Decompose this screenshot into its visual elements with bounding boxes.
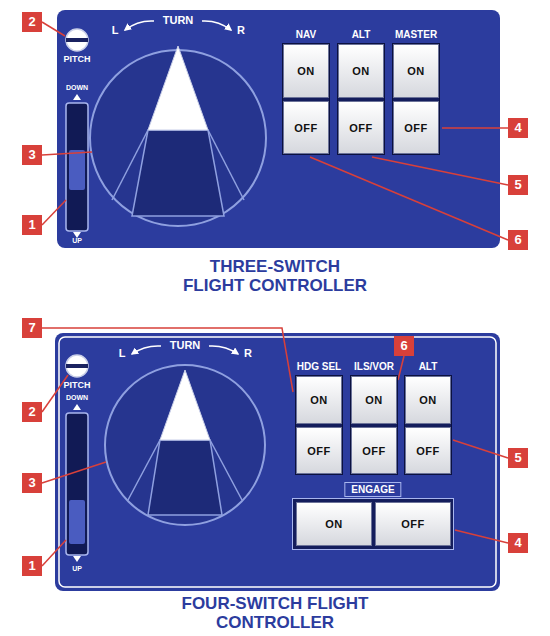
callout-number: 5	[508, 175, 528, 195]
turn-label: L	[119, 347, 126, 359]
switch-housing: ILS/VORONOFF	[350, 375, 398, 475]
switch-button: ON	[351, 376, 397, 424]
switch-text: ON	[419, 394, 437, 406]
switch-button: OFF	[338, 101, 384, 154]
switch-text: OFF	[362, 445, 386, 457]
turn-label: R	[237, 24, 245, 36]
turn-label: L	[112, 24, 119, 36]
callout-number: 6	[394, 336, 414, 356]
callout-number: 6	[508, 230, 528, 250]
switch-button: OFF	[375, 502, 451, 546]
callout-number: 3	[22, 473, 42, 493]
switch-button: OFF	[393, 101, 439, 154]
direction-label: DOWN	[66, 84, 88, 91]
switch-heading: ENGAGE	[344, 482, 401, 497]
pitch-slider	[66, 413, 88, 555]
switch-heading: ALT	[419, 361, 438, 372]
switch-text: OFF	[349, 122, 373, 134]
turn-label: R	[244, 347, 252, 359]
turn-label: TURN	[163, 14, 194, 26]
switch-button: OFF	[351, 427, 397, 474]
switch-heading: NAV	[296, 29, 316, 40]
leader-lines	[42, 22, 508, 240]
leader-lines	[42, 328, 508, 566]
callout-number: 7	[22, 318, 42, 338]
direction-label: DOWN	[66, 394, 88, 401]
pitch-wheel	[66, 355, 88, 377]
direction-label: UP	[72, 237, 82, 244]
switch-housing: MASTERONOFF	[392, 43, 440, 155]
turn-label: TURN	[170, 339, 201, 351]
switch-heading: MASTER	[395, 29, 437, 40]
pitch-slider	[66, 103, 88, 231]
callout-number: 4	[508, 533, 528, 553]
switch-button: ON	[405, 376, 451, 424]
callout-number: 2	[22, 402, 42, 422]
switch-button: ON	[283, 44, 329, 98]
switch-text: OFF	[294, 122, 318, 134]
switch-text: OFF	[416, 445, 440, 457]
panel-title: THREE-SWITCH FLIGHT CONTROLLER	[183, 258, 368, 295]
switch-text: OFF	[401, 518, 425, 530]
turn-knob	[105, 365, 265, 525]
switch-text: OFF	[404, 122, 428, 134]
switch-text: ON	[325, 518, 343, 530]
switch-housing: ALTONOFF	[404, 375, 452, 475]
direction-label: UP	[72, 565, 82, 572]
switch-button: OFF	[296, 427, 342, 474]
switch-text: ON	[297, 65, 315, 77]
switch-button: ON	[296, 376, 342, 424]
panel-title: FOUR-SWITCH FLIGHT CONTROLLER	[182, 595, 369, 632]
switch-button: ON	[393, 44, 439, 98]
switch-housing: HDG SELONOFF	[295, 375, 343, 475]
pitch-wheel	[66, 29, 88, 51]
switch-text: OFF	[307, 445, 331, 457]
switch-text: ON	[352, 65, 370, 77]
control-label: PITCH	[64, 380, 91, 390]
controller-panel	[57, 10, 500, 248]
switch-heading: HDG SEL	[297, 361, 341, 372]
switch-button: ON	[296, 502, 372, 546]
engage-switch: ENGAGEONOFF	[292, 498, 454, 550]
callout-number: 4	[508, 118, 528, 138]
switch-housing: NAVONOFF	[282, 43, 330, 155]
switch-housing: ALTONOFF	[337, 43, 385, 155]
switch-text: ON	[365, 394, 383, 406]
control-label: PITCH	[64, 54, 91, 64]
switch-button: OFF	[405, 427, 451, 474]
controller-panel	[55, 333, 500, 591]
callout-number: 3	[22, 145, 42, 165]
callout-number: 2	[22, 12, 42, 32]
switch-button: ON	[338, 44, 384, 98]
switch-heading: ILS/VOR	[354, 361, 394, 372]
callout-number: 5	[508, 448, 528, 468]
switch-text: ON	[407, 65, 425, 77]
switch-heading: ALT	[352, 29, 371, 40]
callout-number: 1	[22, 215, 42, 235]
callout-number: 1	[22, 556, 42, 576]
switch-button: OFF	[283, 101, 329, 154]
switch-text: ON	[310, 394, 328, 406]
